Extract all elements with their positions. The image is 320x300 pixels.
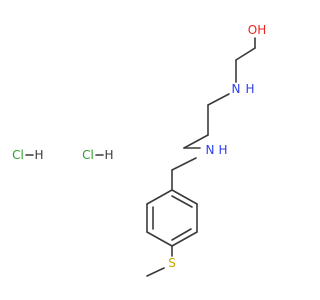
propyl-chain — [183, 93, 230, 149]
ring-bond-4 — [146, 231, 173, 247]
ring-bond-6 — [146, 189, 173, 205]
chemical-structure: OH N H N H S Cl H Cl H — [12, 23, 266, 277]
bond-c1-c2 — [235, 47, 256, 61]
amine-lower-n-label: N — [206, 143, 215, 157]
hcl-2-h-label: H — [104, 148, 113, 162]
ring-inner-2 — [171, 228, 192, 241]
hcl-1-h-label: H — [34, 148, 43, 162]
ring-bond-1 — [171, 189, 198, 205]
benzene-ring — [146, 189, 198, 247]
ring-inner-1 — [171, 195, 193, 208]
benzyl-linker — [171, 157, 197, 191]
ethanol-chain — [235, 37, 256, 83]
bond-n2-ch2 — [171, 157, 197, 171]
bond-s-ch3 — [146, 267, 165, 277]
hydroxyl-label: OH — [248, 23, 266, 37]
hcl-2-cl-label: Cl — [82, 148, 94, 162]
ring-bond-3 — [171, 231, 198, 247]
hcl-1-cl-label: Cl — [12, 148, 24, 162]
bond-c4-c5 — [183, 134, 209, 149]
bond-n1-c3 — [207, 93, 230, 106]
amine-lower-h-label: H — [218, 143, 227, 157]
amine-upper-n-label: N — [232, 82, 241, 96]
methylthio-group — [146, 245, 173, 277]
amine-upper-h-label: H — [245, 82, 254, 96]
sulfur-label: S — [168, 256, 176, 270]
